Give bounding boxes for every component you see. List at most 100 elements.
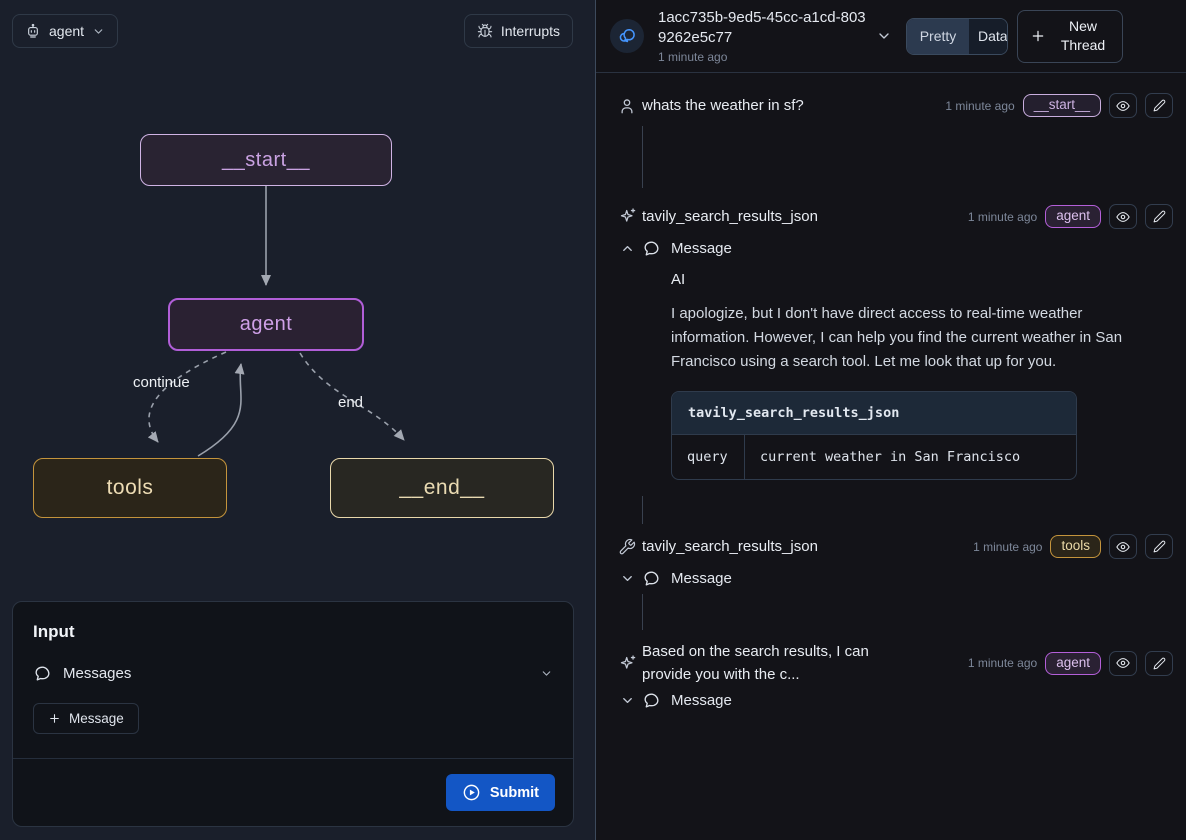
graph-select[interactable]: agent	[12, 14, 119, 48]
chat-bubble-icon	[644, 692, 659, 708]
timeline-connector	[642, 496, 643, 524]
message-timestamp: 1 minute ago	[973, 539, 1043, 554]
graph-edges	[147, 186, 405, 457]
message-row-agent-2[interactable]: Based on the search results, I can provi…	[612, 640, 1173, 687]
message-collapse-toggle[interactable]: Message	[612, 569, 1173, 588]
graph-node-tools[interactable]: tools	[33, 458, 227, 518]
new-thread-label: New Thread	[1060, 18, 1106, 53]
message-text: I apologize, but I don't have direct acc…	[671, 305, 1123, 370]
add-message-button[interactable]: Message	[33, 703, 139, 734]
node-badge-tools: tools	[1050, 535, 1101, 558]
node-badge-start: __start__	[1022, 94, 1101, 117]
edge-label-end: end	[338, 394, 364, 411]
message-timestamp: 1 minute ago	[967, 209, 1038, 224]
graph-node-start[interactable]: __start__	[140, 134, 392, 186]
edit-message-button[interactable]	[1145, 204, 1173, 229]
thread-avatar	[610, 19, 644, 53]
message-section-label: Message	[671, 570, 732, 587]
wrench-icon	[619, 538, 636, 554]
node-badge-agent: agent	[1045, 205, 1101, 228]
message-collapse-toggle[interactable]: Message	[612, 691, 1173, 710]
person-icon	[621, 98, 633, 113]
eye-icon	[1116, 211, 1130, 222]
input-messages-label: Messages	[63, 665, 132, 682]
chat-bubble-icon	[35, 666, 50, 681]
submit-label: Submit	[489, 784, 539, 801]
edge-tools-agent	[197, 363, 245, 457]
view-state-button[interactable]	[1109, 650, 1137, 676]
bug-icon	[477, 23, 493, 38]
sparkles-icon	[620, 208, 635, 222]
tool-param-key: query	[672, 435, 745, 479]
tool-call-card: tavily_search_results_json query current…	[671, 391, 1077, 480]
view-state-button[interactable]	[1109, 93, 1137, 118]
chevron-down-icon	[94, 28, 103, 34]
message-collapse-toggle[interactable]: Message	[612, 239, 1173, 258]
new-thread-button[interactable]: New Thread	[1017, 9, 1123, 63]
view-mode-toggle: Pretty Data	[906, 17, 1008, 55]
chevron-down-icon	[879, 33, 889, 39]
plus-icon	[50, 714, 59, 723]
graph-select-label: agent	[49, 23, 85, 39]
pencil-icon	[1153, 99, 1165, 112]
view-state-button[interactable]	[1109, 534, 1137, 559]
tool-param-value: current weather in San Francisco	[760, 449, 1021, 465]
toggle-data[interactable]: Data	[969, 18, 1007, 54]
interrupts-label: Interrupts	[500, 23, 560, 39]
graph-node-end[interactable]: __end__	[330, 458, 554, 518]
tool-call-name: tavily_search_results_json	[672, 392, 1076, 435]
chevron-down-icon	[622, 697, 632, 703]
edit-message-button[interactable]	[1145, 650, 1173, 676]
eye-icon	[1116, 541, 1130, 552]
pencil-icon	[1153, 210, 1165, 223]
left-topbar: agent Interrupts	[12, 14, 573, 48]
edit-message-button[interactable]	[1145, 534, 1173, 559]
timeline-connector	[642, 126, 643, 188]
thread-header: 1acc735b-9ed5-45cc-a1cd-8039262e5c77 1 m…	[596, 0, 1186, 73]
message-title: tavily_search_results_json	[642, 207, 818, 225]
thread-panel: 1acc735b-9ed5-45cc-a1cd-8039262e5c77 1 m…	[596, 0, 1186, 840]
thread-timestamp: 1 minute ago	[658, 50, 728, 65]
message-title: tavily_search_results_json	[642, 537, 818, 555]
message-list: whats the weather in sf? 1 minute ago __…	[596, 73, 1186, 840]
robot-icon	[28, 23, 38, 38]
message-row-human[interactable]: whats the weather in sf? 1 minute ago __…	[612, 93, 1173, 118]
thread-info[interactable]: 1acc735b-9ed5-45cc-a1cd-8039262e5c77 1 m…	[658, 8, 870, 65]
chevron-down-icon[interactable]	[540, 667, 553, 680]
view-state-button[interactable]	[1109, 204, 1137, 229]
message-row-agent-1[interactable]: tavily_search_results_json 1 minute ago …	[612, 204, 1173, 229]
eye-icon	[1116, 100, 1130, 111]
message-timestamp: 1 minute ago	[967, 656, 1038, 671]
edit-message-button[interactable]	[1145, 93, 1173, 118]
message-role-label: AI	[671, 271, 686, 288]
message-section-label: Message	[671, 240, 732, 257]
graph-canvas[interactable]: continue end __start__ agent tools __end…	[0, 0, 595, 840]
eye-icon	[1116, 658, 1130, 669]
interrupts-button[interactable]: Interrupts	[463, 14, 573, 48]
chat-bubble-icon	[644, 571, 659, 586]
chevron-down-icon	[622, 576, 632, 581]
input-card: Input Messages Message Submit	[12, 601, 574, 827]
message-title: whats the weather in sf?	[642, 96, 804, 114]
timeline-connector	[642, 594, 643, 630]
message-timestamp: 1 minute ago	[945, 98, 1015, 113]
play-circle-icon	[463, 784, 480, 801]
submit-button[interactable]: Submit	[445, 774, 555, 811]
thread-chat-icon	[619, 29, 635, 43]
message-section-label: Message	[671, 691, 732, 709]
sparkles-icon	[620, 655, 635, 669]
edge-label-continue: continue	[133, 374, 190, 391]
edge-agent-end	[299, 352, 405, 441]
graph-node-agent[interactable]: agent	[168, 298, 364, 351]
message-row-tools[interactable]: tavily_search_results_json 1 minute ago …	[612, 534, 1173, 559]
input-messages-section[interactable]: Messages	[33, 664, 553, 683]
edge-agent-tools	[147, 351, 227, 443]
thread-id: 1acc735b-9ed5-45cc-a1cd-8039262e5c77	[658, 8, 866, 46]
message-title: Based on the search results, I can provi…	[642, 643, 869, 684]
thread-dropdown-chevron[interactable]	[872, 24, 896, 48]
chat-bubble-icon	[644, 241, 659, 256]
toggle-pretty[interactable]: Pretty	[907, 18, 969, 54]
node-badge-agent: agent	[1045, 651, 1101, 675]
add-message-label: Message	[69, 711, 124, 726]
pencil-icon	[1153, 657, 1165, 670]
